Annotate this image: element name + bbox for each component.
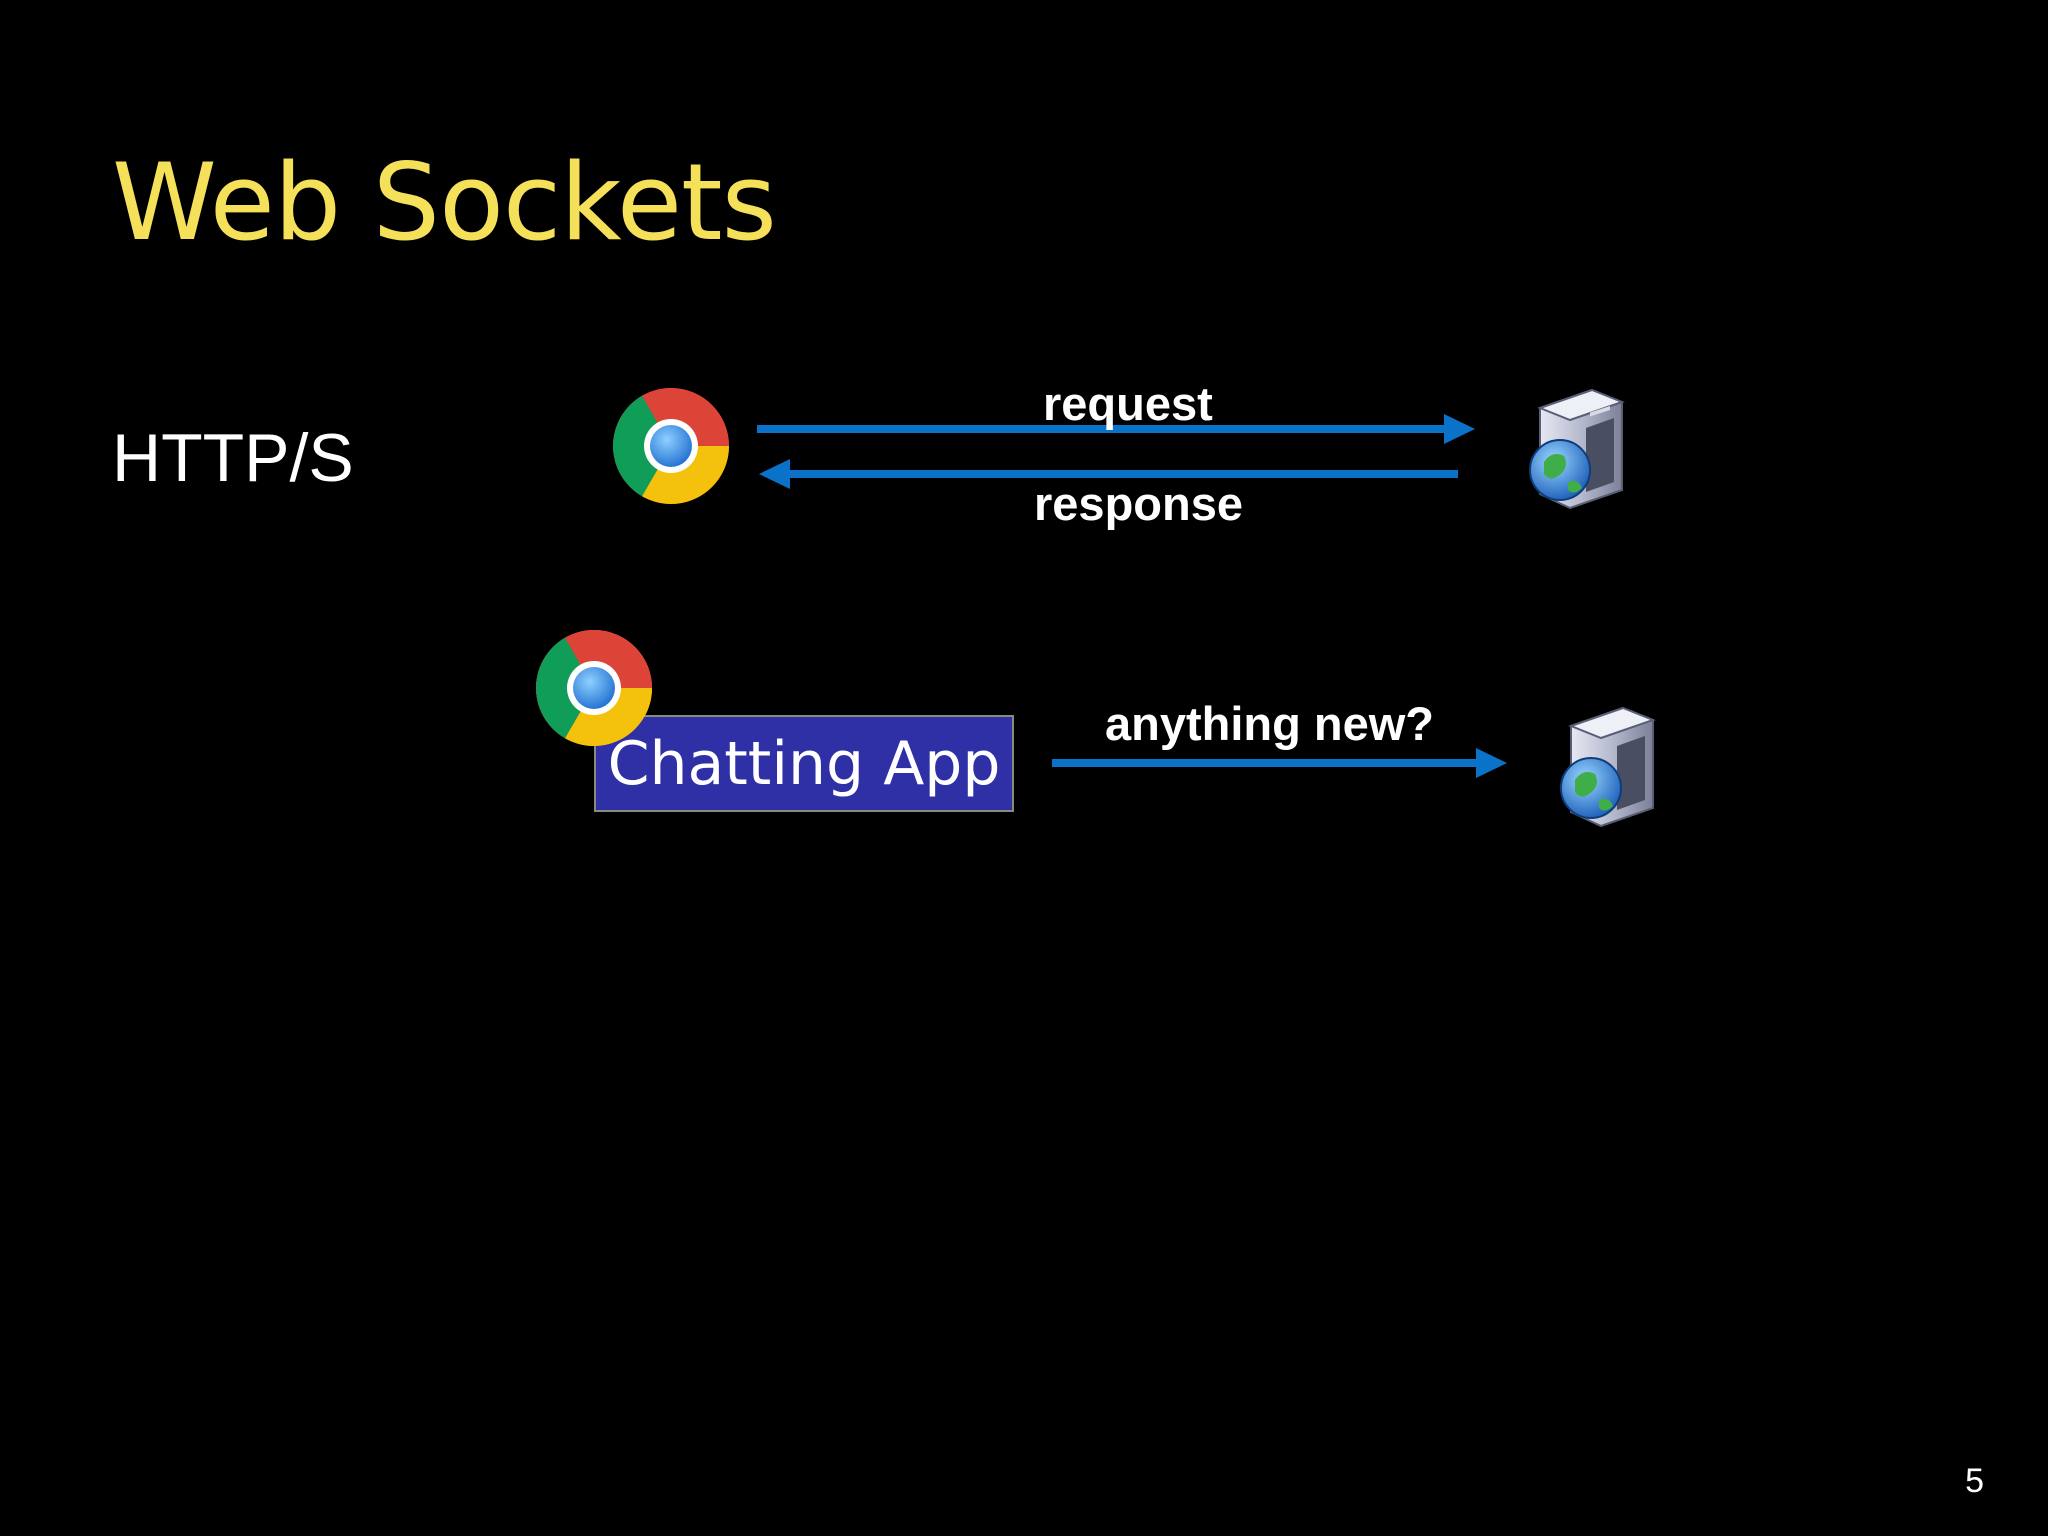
chrome-icon [613, 388, 729, 504]
server-icon [1560, 706, 1656, 828]
request-label: request [1043, 377, 1213, 430]
request-arrow [757, 414, 1475, 444]
slide-title: Web Sockets [112, 141, 777, 264]
query-label: anything new? [1105, 697, 1434, 750]
response-arrow [759, 459, 1458, 489]
chatting-app-label: Chatting App [607, 728, 1001, 799]
query-arrow [1052, 748, 1507, 778]
server-icon [1529, 388, 1625, 510]
chatting-app-box: Chatting App [594, 715, 1014, 812]
page-number: 5 [1965, 1462, 1984, 1500]
chrome-icon-overlay [536, 630, 652, 746]
protocol-label: HTTP/S [112, 420, 354, 496]
response-label: response [1034, 477, 1243, 530]
